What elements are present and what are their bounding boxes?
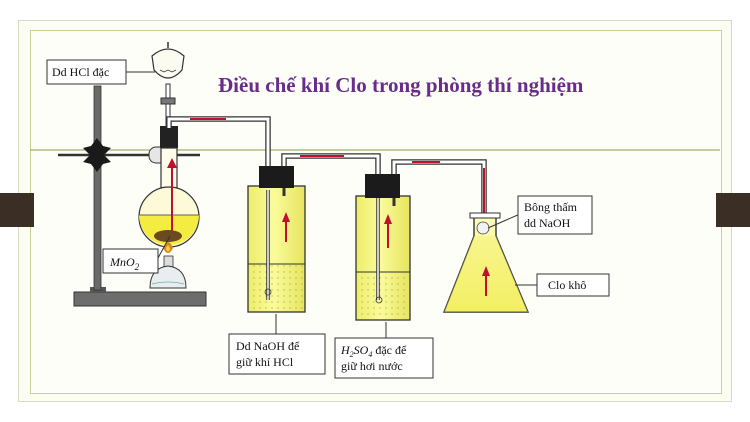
svg-text:H2SO4 đặc để: H2SO4 đặc để [340,343,407,359]
round-bottom-flask [138,147,200,248]
separatory-funnel [151,42,185,131]
flask-stopper [160,126,178,148]
svg-text:dd NaOH: dd NaOH [524,216,571,230]
label-mno2: MnO2 [102,248,159,274]
svg-text:Clo khô: Clo khô [548,278,586,292]
label-cotton-naoh: Bông thấm dd NaOH [517,195,593,235]
label-naoh: Dd NaOH để giữ khí HCl [228,333,326,375]
wash-bottle-h2so4 [355,174,411,321]
right-tab [716,193,750,227]
label-h2so4: H2SO4 đặc để giữ hơi nước [334,337,434,379]
label-hcl: Dd HCl đặc [46,59,127,85]
diagram-title: Điều chế khí Clo trong phòng thí nghiệm [218,73,584,97]
svg-text:Dd NaOH để: Dd NaOH để [236,339,300,353]
svg-text:Bông thấm: Bông thấm [524,200,578,214]
svg-text:Dd HCl đặc: Dd HCl đặc [52,65,109,79]
callout-lines [126,71,537,338]
left-tab [0,193,34,227]
svg-text:MnO2: MnO2 [109,255,140,272]
svg-text:giữ hơi nước: giữ hơi nước [341,359,403,373]
label-dry-chlorine: Clo khô [536,273,610,297]
erlenmeyer-flask [442,212,530,313]
delivery-tubes [166,116,487,298]
spirit-lamp [149,242,187,289]
svg-text:giữ khí HCl: giữ khí HCl [236,355,294,369]
wash-bottle-naoh [247,166,306,313]
